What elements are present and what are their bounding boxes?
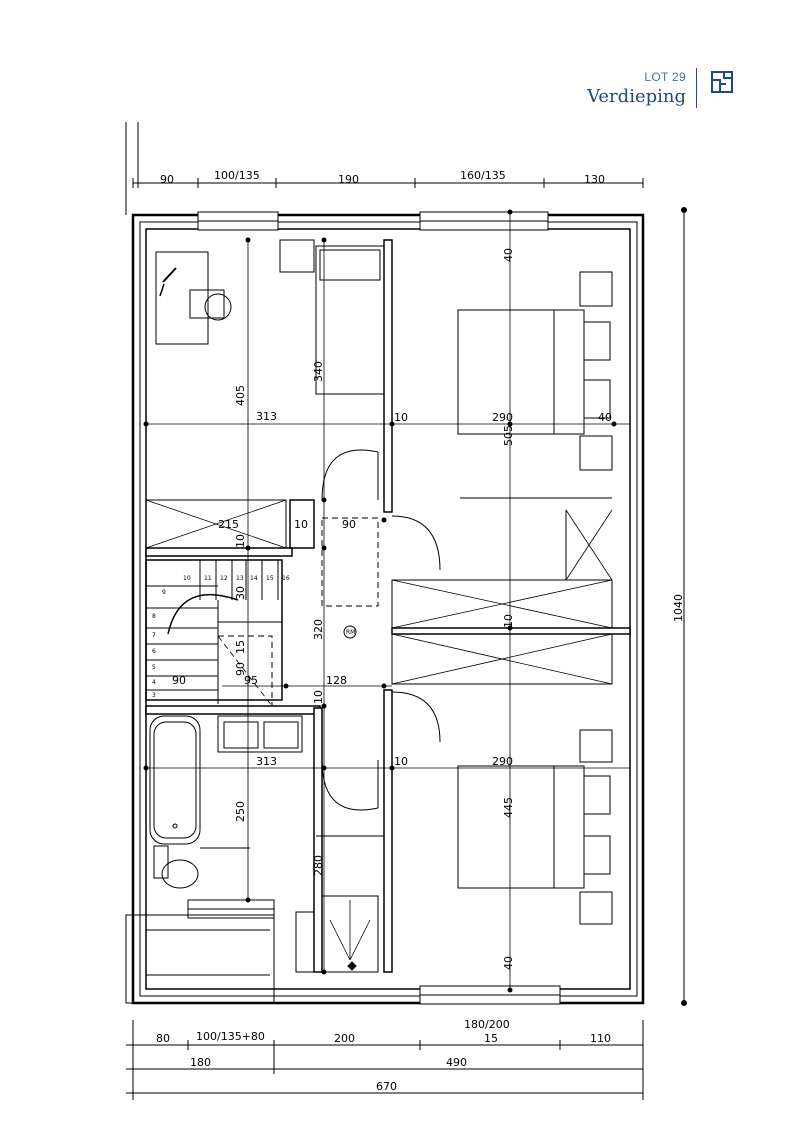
dim-15: 15 [234,640,247,654]
dim-90-left: 90 [172,674,186,687]
stair-step: 5 [152,664,156,671]
dim-bottom-total: 670 [376,1080,397,1093]
floor-title: Verdieping [587,86,686,107]
stair-step: 4 [152,679,156,686]
stair-step: 13 [236,575,244,582]
stair-step: 14 [250,575,258,582]
stair-step: 6 [152,648,156,655]
dim-313-top: 313 [256,410,277,423]
dim-bottom-5: 110 [590,1032,611,1045]
dim-top-2: 100/135 [214,169,260,182]
lot-label: LOT 29 [644,70,686,84]
dim-290-top: 290 [492,411,513,424]
dim-40-bottom: 40 [502,956,515,970]
dim-top-3: 190 [338,173,359,186]
stair-step: 9 [162,589,166,596]
stair-step: 12 [220,575,228,582]
dim-10-b: 10 [294,518,308,531]
dim-40-right: 40 [598,411,612,424]
dim-10-e: 10 [502,614,515,628]
dim-215: 215 [218,518,239,531]
dim-bottom-3: 200 [334,1032,355,1045]
dim-bottom-window: 180/200 [464,1018,510,1031]
dim-128: 128 [326,674,347,687]
dim-340: 340 [312,361,325,382]
dim-90-stair: 90 [234,662,247,676]
dim-bottom-2: 100/135+80 [196,1030,265,1043]
dim-313-bottom: 313 [256,755,277,768]
dim-bottom-490: 490 [446,1056,467,1069]
dim-405: 405 [234,385,247,406]
dim-95: 95 [244,674,258,687]
dim-top-4: 160/135 [460,169,506,182]
dim-445: 445 [502,797,515,818]
dim-40-top: 40 [502,248,515,262]
dim-top-5: 130 [584,173,605,186]
stair-step: 3 [152,692,156,699]
dim-top-1: 90 [160,173,174,186]
dim-505: 505 [502,425,515,446]
dim-right-total: 1040 [672,594,685,622]
dim-30: 30 [234,586,247,600]
dim-bottom-4: 15 [484,1032,498,1045]
header-divider [696,68,697,108]
dim-90-hall: 90 [342,518,356,531]
dim-320: 320 [312,619,325,640]
dim-10-a: 10 [394,411,408,424]
stair-step: 7 [152,632,156,639]
dim-280: 280 [312,855,325,876]
stair-step: 8 [152,613,156,620]
dim-bottom-1: 80 [156,1032,170,1045]
dim-10-f: 10 [394,755,408,768]
stair-step: 10 [183,575,191,582]
dim-10-c: 10 [234,534,247,548]
dim-250: 250 [234,801,247,822]
dim-290-bottom: 290 [492,755,513,768]
stair-step: 15 [266,575,274,582]
rm-label: RM [346,629,355,636]
stair-step: 11 [204,575,212,582]
dim-bottom-180: 180 [190,1056,211,1069]
stair-step: 16 [282,575,290,582]
dim-10-d: 10 [312,690,325,704]
floorplan-icon [711,71,733,93]
